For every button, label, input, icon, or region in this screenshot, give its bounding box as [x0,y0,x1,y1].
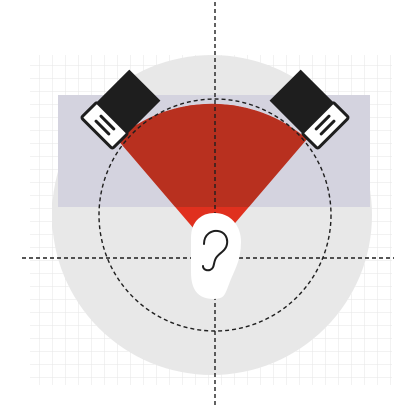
stereo-listening-diagram [0,0,414,410]
diagram-canvas [0,0,414,410]
